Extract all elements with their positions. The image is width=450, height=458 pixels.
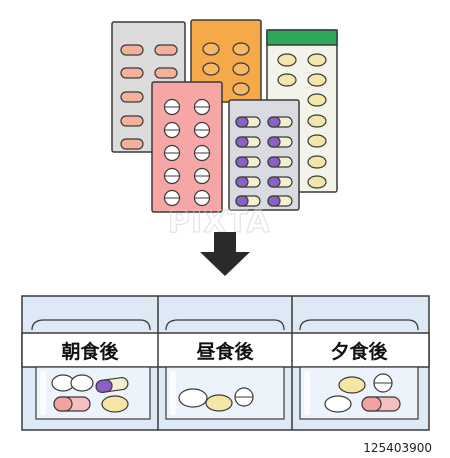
down-arrow-icon [200,232,250,276]
svg-text:昼食後: 昼食後 [196,340,254,363]
blister-pack-pink [151,81,223,213]
evening-pills [324,373,401,413]
svg-text:朝食後: 朝食後 [61,340,119,363]
blister-pack-silver [228,99,300,211]
pouch-label-morning: 朝食後 [61,340,119,363]
morning-pills [51,374,129,413]
medicine-pouch-strip [21,295,430,431]
noon-pills [178,387,254,412]
pouch-label-noon: 昼食後 [196,340,254,363]
image-id: 125403900 [363,441,432,455]
pouch-label-evening: 夕食後 [330,340,388,363]
svg-text:夕食後: 夕食後 [330,340,388,363]
